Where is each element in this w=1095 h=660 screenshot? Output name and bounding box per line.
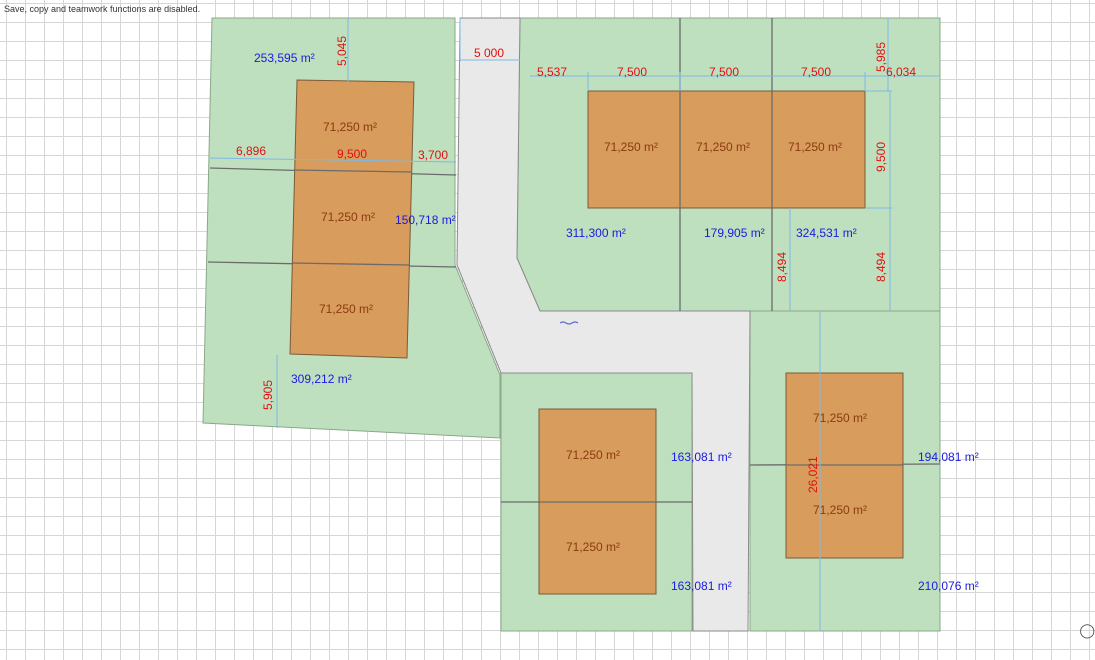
dim-9500-horizontal: 9,500 [337, 147, 367, 161]
lot-area-mid-west: 150,718 m² [395, 213, 456, 227]
partial-circle-icon: ◯ [1079, 622, 1095, 638]
house-area-south-left-1: 71,250 m² [566, 448, 620, 462]
dim-26021: 26,021 [806, 456, 820, 493]
lot-area-ne-right: 324,531 m² [796, 226, 857, 240]
house-area-south-right-2: 71,250 m² [813, 503, 867, 517]
dimension-lines [209, 18, 940, 631]
dim-8494-b: 8,494 [874, 252, 888, 282]
house-area-south-right-1: 71,250 m² [813, 411, 867, 425]
dim-7500-b: 7,500 [709, 65, 739, 79]
dim-6034: 6,034 [886, 65, 916, 79]
house-area-north-2: 71,250 m² [696, 140, 750, 154]
lot-area-ne-mid: 179,905 m² [704, 226, 765, 240]
house-area-north-1: 71,250 m² [604, 140, 658, 154]
dim-7500-c: 7,500 [801, 65, 831, 79]
lot-area-labels: 253,595 m² 150,718 m² 309,212 m² 311,300… [254, 51, 979, 593]
house-area-south-left-2: 71,250 m² [566, 540, 620, 554]
house-area-west-1: 71,250 m² [323, 120, 377, 134]
dim-road-width: 5 000 [474, 46, 504, 60]
houses [289, 79, 904, 595]
dim-5537: 5,537 [537, 65, 567, 79]
dim-5905: 5,905 [261, 380, 275, 410]
lot-area-nw: 253,595 m² [254, 51, 315, 65]
lot-area-ne-left: 311,300 m² [566, 226, 626, 240]
dim-7500-a: 7,500 [617, 65, 647, 79]
road-marker [559, 321, 579, 325]
dim-6896: 6,896 [236, 144, 266, 158]
house-north[interactable] [587, 90, 866, 209]
house-area-north-3: 71,250 m² [788, 140, 842, 154]
house-area-west-3: 71,250 m² [319, 302, 373, 316]
disabled-notice: Save, copy and teamwork functions are di… [4, 4, 201, 14]
access-road[interactable] [456, 17, 751, 632]
dimension-labels: 5 000 5,045 5,537 7,500 7,500 7,500 5,98… [236, 36, 916, 493]
lot-area-se-right-top: 194,081 m² [918, 450, 979, 464]
house-area-labels: 71,250 m² 71,250 m² 71,250 m² 71,250 m² … [319, 120, 867, 554]
lot-area-sw: 309,212 m² [291, 372, 352, 386]
dim-5045: 5,045 [335, 36, 349, 66]
dim-3700: 3,700 [418, 148, 448, 162]
dim-8494-a: 8,494 [775, 252, 789, 282]
house-area-west-2: 71,250 m² [321, 210, 375, 224]
lot-area-se-left-top: 163,081 m² [671, 450, 732, 464]
lot-area-se-right-bottom: 210,076 m² [918, 579, 979, 593]
dim-9500-vertical: 9,500 [874, 142, 888, 172]
dim-5985: 5,985 [874, 42, 888, 72]
lot-area-se-left-bottom: 163,081 m² [671, 579, 732, 593]
